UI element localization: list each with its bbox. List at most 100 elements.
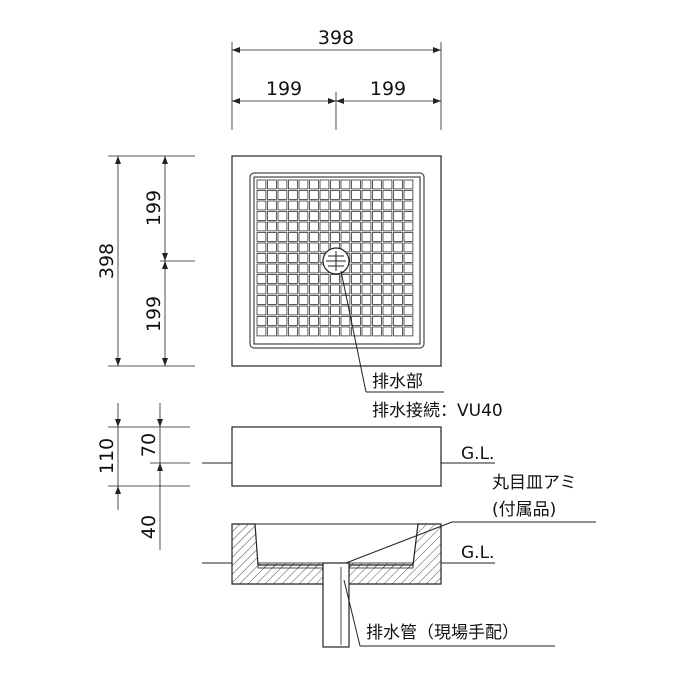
grating-cell (298, 253, 309, 263)
grating-cell (330, 284, 340, 295)
grating-cell (288, 263, 298, 274)
grating-cell (330, 211, 340, 221)
grating-cell (382, 232, 393, 242)
grating-cell (298, 316, 309, 326)
dim-height-total: 110 (96, 438, 118, 474)
grating-cell (372, 190, 382, 200)
grating-cell (393, 263, 403, 274)
grating-cell (256, 263, 267, 274)
drain-pipe-section (322, 562, 350, 648)
grating-cell (382, 221, 393, 232)
grating-cell (351, 211, 361, 221)
grating-cell (298, 242, 309, 253)
left-dimensions: 398 199 199 (96, 155, 195, 367)
grating-cell (340, 232, 351, 242)
grating-cell (309, 295, 319, 305)
grating-cell (319, 284, 330, 295)
grating-cell (267, 200, 277, 211)
grating-cell (382, 284, 393, 295)
grating-cell (351, 284, 361, 295)
grating-cell (403, 253, 414, 263)
grating-cell (340, 295, 351, 305)
grating-cell (319, 305, 330, 316)
grating-cell (372, 253, 382, 263)
grating-cell (256, 305, 267, 316)
label-gl-lower: G.L. (461, 543, 494, 563)
grating-cell (393, 326, 403, 337)
grating-cell (361, 326, 372, 337)
grating-cell (277, 179, 288, 190)
dim-height-above-gl: 70 (138, 433, 160, 457)
grating-cell (267, 263, 277, 274)
grating-cell (340, 179, 351, 190)
grating-cell (372, 284, 382, 295)
grating-cell (319, 274, 330, 284)
grating-cell (298, 221, 309, 232)
grating-cell (403, 211, 414, 221)
grating-cell (403, 305, 414, 316)
grating-cell (403, 295, 414, 305)
grating-cell (309, 326, 319, 337)
grating-cell (319, 316, 330, 326)
grating-cell (330, 316, 340, 326)
grating-cell (361, 200, 372, 211)
grating-cell (372, 263, 382, 274)
grating-cell (288, 274, 298, 284)
grating-cell (277, 305, 288, 316)
grating-cell (267, 211, 277, 221)
grating-cell (309, 274, 319, 284)
grating-cell (372, 200, 382, 211)
grating-cell (319, 179, 330, 190)
grating-cell (330, 179, 340, 190)
grating-cell (319, 200, 330, 211)
grating-cell (267, 295, 277, 305)
grating-cell (277, 211, 288, 221)
arrowheads-halves (232, 98, 441, 104)
grating-cell (277, 284, 288, 295)
grating-cell (267, 190, 277, 200)
grating-cell (267, 305, 277, 316)
grating-cell (298, 211, 309, 221)
elevation-body (231, 426, 442, 487)
grating-cell (288, 295, 298, 305)
label-drain-part: 排水部 (372, 372, 423, 392)
grating-cell (267, 284, 277, 295)
grating-cell (288, 305, 298, 316)
grating-cell (298, 190, 309, 200)
grating-cell (298, 179, 309, 190)
grating-cell (330, 295, 340, 305)
grating-cell (298, 232, 309, 242)
grating-cell (393, 295, 403, 305)
grating-cell (267, 326, 277, 337)
grating-cell (256, 295, 267, 305)
grating-cell (393, 253, 403, 263)
drain-cover-pattern (326, 251, 346, 271)
grating-cell (382, 326, 393, 337)
grating-cell (393, 211, 403, 221)
grating-cell (267, 221, 277, 232)
grating-cell (277, 253, 288, 263)
top-dimensions: 398 199 199 (231, 27, 442, 130)
grating-cell (256, 221, 267, 232)
label-gl-upper: G.L. (461, 444, 494, 464)
grating-cell (267, 316, 277, 326)
grating-cell (361, 263, 372, 274)
grating-cell (393, 284, 403, 295)
grating-cell (309, 200, 319, 211)
grating-cell (351, 295, 361, 305)
grating-cell (351, 263, 361, 274)
grating-cell (351, 253, 361, 263)
grating-cell (351, 326, 361, 337)
dim-left-overall: 398 (96, 243, 118, 279)
grating-cell (277, 295, 288, 305)
grating-cell (309, 242, 319, 253)
grating-cell (277, 242, 288, 253)
grating-cell (351, 232, 361, 242)
grating-cell (277, 190, 288, 200)
leader-line-drain (340, 270, 367, 393)
grating-cell (393, 316, 403, 326)
grating-cell (277, 274, 288, 284)
plan-view: 排水部 排水接続：VU40 (231, 155, 503, 421)
grating-cell (309, 211, 319, 221)
grating-cell (288, 242, 298, 253)
